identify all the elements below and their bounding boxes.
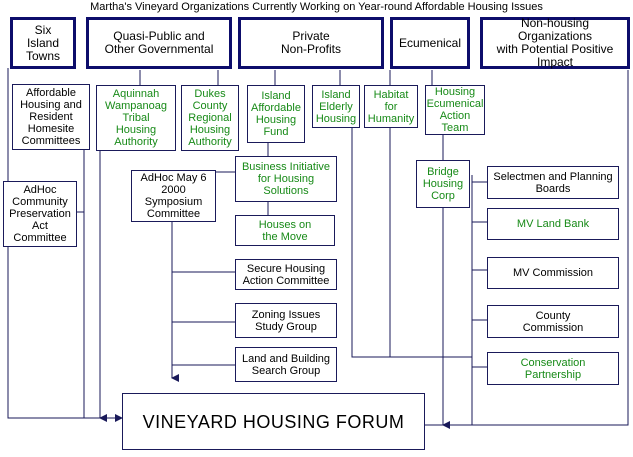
node-habitat: Habitat for Humanity (364, 85, 418, 128)
node-affordable-housing: Affordable Housing and Resident Homesite… (12, 84, 90, 150)
node-business-initiative: Business Initiative for Housing Solution… (235, 156, 337, 202)
header-non-housing: Non-housing Organizations with Potential… (480, 17, 630, 69)
node-county-commission: County Commission (487, 305, 619, 338)
node-mv-commission: MV Commission (487, 257, 619, 289)
node-housing-ecumenical: Housing Ecumenical Action Team (425, 85, 485, 135)
node-conservation: Conservation Partnership (487, 352, 619, 385)
node-zoning: Zoning Issues Study Group (235, 303, 337, 338)
node-land-building: Land and Building Search Group (235, 347, 337, 382)
node-adhoc-cpa: AdHoc Community Preservation Act Committ… (3, 181, 77, 247)
node-houses-on-move: Houses on the Move (235, 215, 335, 246)
chart-title: Martha's Vineyard Organizations Currentl… (90, 1, 543, 13)
node-dukes-county: Dukes County Regional Housing Authority (181, 85, 239, 151)
header-six-towns: Six Island Towns (10, 17, 76, 69)
node-secure-housing: Secure Housing Action Committee (235, 259, 337, 290)
node-adhoc-symposium: AdHoc May 6 2000 Symposium Committee (131, 170, 216, 222)
header-private-nonprofits: Private Non-Profits (238, 17, 384, 69)
node-bridge-housing: Bridge Housing Corp (416, 160, 470, 208)
node-aquinnah: Aquinnah Wampanoag Tribal Housing Author… (96, 85, 176, 151)
header-quasi-public: Quasi-Public and Other Governmental (86, 17, 232, 69)
line-nonhousing-down (463, 70, 629, 426)
node-iahf: Island Affordable Housing Fund (247, 85, 305, 143)
node-mv-land-bank: MV Land Bank (487, 208, 619, 240)
line-elderly-habitat (351, 128, 390, 358)
node-selectmen: Selectmen and Planning Boards (487, 166, 619, 199)
node-island-elderly: Island Elderly Housing (312, 85, 360, 128)
header-ecumenical: Ecumenical (390, 17, 470, 69)
node-vineyard-housing-forum: VINEYARD HOUSING FORUM (122, 393, 425, 450)
